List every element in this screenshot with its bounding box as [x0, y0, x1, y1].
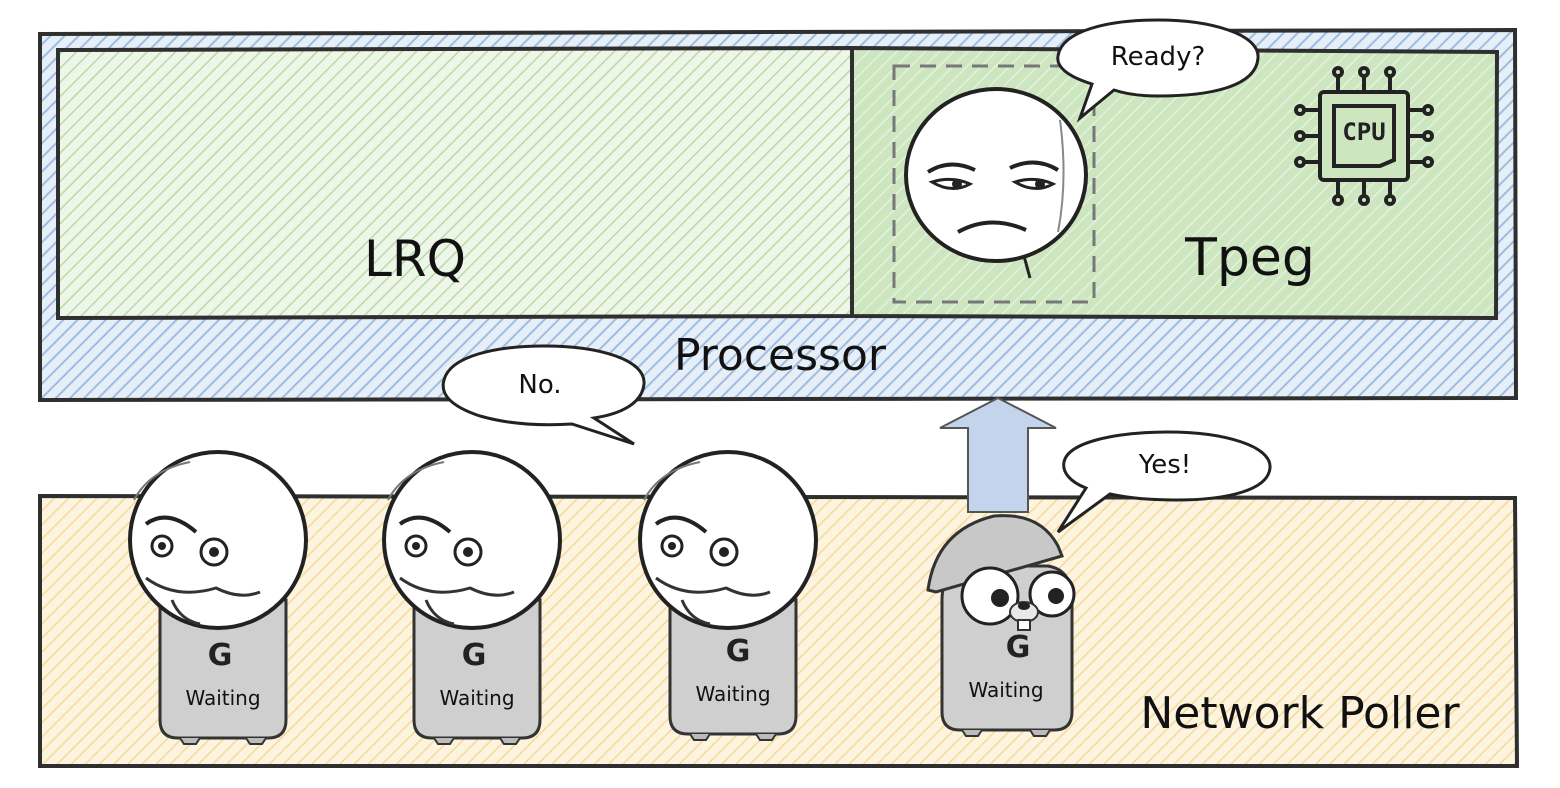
- goroutine-2: [382, 450, 562, 745]
- processor-label: Processor: [674, 330, 886, 381]
- ready-arrow: [939, 396, 1057, 513]
- goroutine-2-status: Waiting: [439, 686, 515, 710]
- skeptical-face: [904, 87, 1088, 279]
- running-slot: [892, 64, 1096, 304]
- goroutine-1-status: Waiting: [185, 686, 261, 710]
- cpu-icon: [1294, 66, 1434, 206]
- lrq-label: LRQ: [364, 230, 466, 288]
- bubble-yes-text: Yes!: [1138, 450, 1192, 480]
- goroutine-1: [128, 450, 308, 745]
- goroutine-4-gopher: [926, 514, 1076, 737]
- goroutine-4-badge: G: [1005, 630, 1031, 665]
- goroutine-3: [638, 450, 818, 741]
- goroutine-4-status: Waiting: [968, 678, 1044, 702]
- goroutine-1-badge: G: [207, 638, 233, 673]
- speech-bubble-ready: [1056, 18, 1260, 123]
- goroutine-3-badge: G: [725, 634, 751, 669]
- network-poller-label: Network Poller: [1140, 688, 1460, 739]
- thread-label: Tpeg: [1185, 228, 1315, 288]
- goroutine-3-status: Waiting: [695, 682, 771, 706]
- goroutine-2-badge: G: [461, 638, 487, 673]
- cpu-chip-label: CPU: [1342, 118, 1386, 146]
- bubble-no-text: No.: [518, 370, 562, 400]
- bubble-ready-text: Ready?: [1110, 42, 1206, 72]
- speech-bubble-no: [441, 344, 646, 446]
- speech-bubble-yes: [1056, 430, 1272, 534]
